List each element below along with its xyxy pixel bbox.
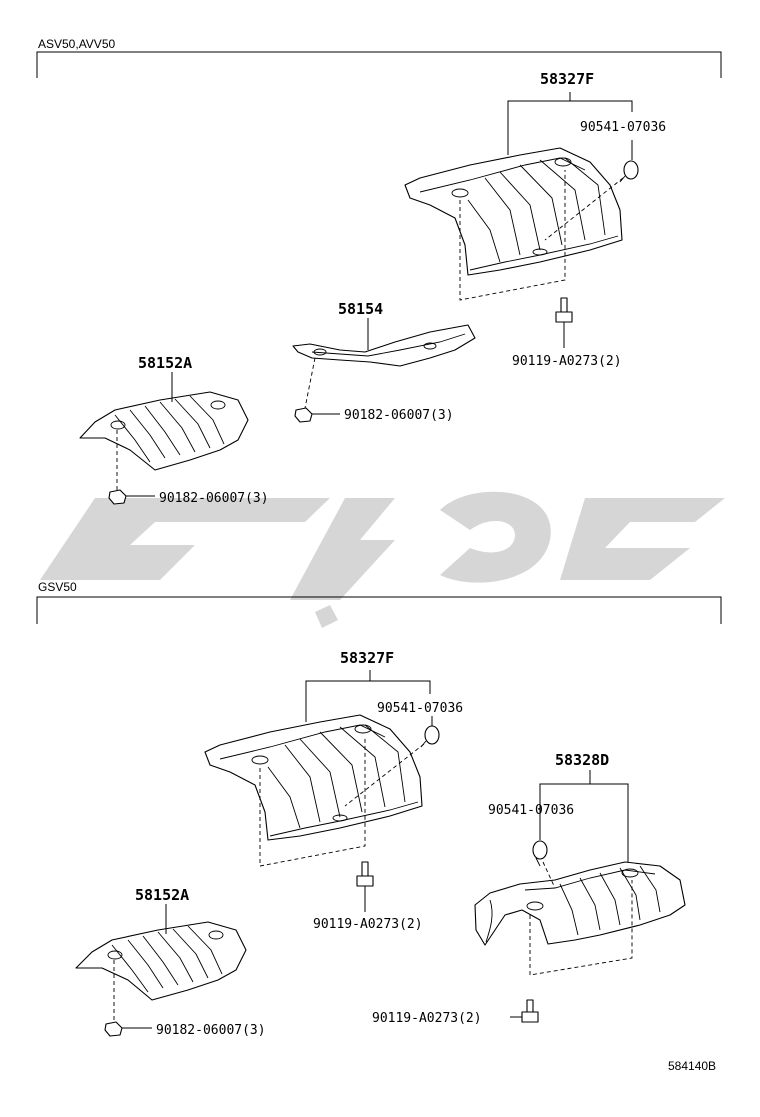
s1-label-mid-nut: 90182-06007(3) xyxy=(344,408,454,423)
s2-rear-bolt-icon xyxy=(521,999,539,1023)
s2-insulator-58152a xyxy=(75,921,247,1001)
s2-label-58327f: 58327F xyxy=(340,649,394,667)
s1-label-58154: 58154 xyxy=(338,300,383,318)
s2-58327f-bracket xyxy=(305,680,431,722)
s1-label-front-nut: 90182-06007(3) xyxy=(159,491,269,506)
s1-heat-insulator-58327f xyxy=(404,147,623,276)
s1-clip-dash xyxy=(544,177,624,241)
s1-mid-nut-dash xyxy=(304,357,316,409)
s2-label-bolt: 90119-A0273(2) xyxy=(313,917,423,932)
figure-reference: 584140B xyxy=(668,1059,716,1073)
s1-insulator-58152a xyxy=(79,391,249,471)
section1-frame xyxy=(36,51,722,78)
section1-header: ASV50,AVV50 xyxy=(38,37,115,51)
s2-58328d-bracket xyxy=(539,783,629,862)
watermark-logo xyxy=(40,491,725,628)
s2-rear-bolt-dash xyxy=(529,880,633,976)
s1-clip-icon xyxy=(619,160,639,183)
s2-label-rear-bolt: 90119-A0273(2) xyxy=(372,1011,482,1026)
s2-label-front-nut: 90182-06007(3) xyxy=(156,1023,266,1038)
s1-bolt-icon xyxy=(555,297,573,323)
s2-label-rear-clip: 90541-07036 xyxy=(488,803,574,818)
s2-label-58152a: 58152A xyxy=(135,886,189,904)
s2-label-58328d: 58328D xyxy=(555,751,609,769)
s1-label-bolt: 90119-A0273(2) xyxy=(512,354,622,369)
s2-label-clip: 90541-07036 xyxy=(377,701,463,716)
s2-bolt-dash xyxy=(259,736,366,867)
section2-frame xyxy=(36,596,722,624)
s2-rear-clip-icon xyxy=(532,840,548,867)
s2-insulator-58328d xyxy=(474,861,686,946)
s1-label-58327f: 58327F xyxy=(540,70,594,88)
s2-rear-clip-dash xyxy=(542,861,556,889)
s2-heat-insulator-58327f xyxy=(204,714,423,841)
s2-bolt-icon xyxy=(356,861,374,887)
s1-label-clip: 90541-07036 xyxy=(580,120,666,135)
section2-header: GSV50 xyxy=(38,580,77,594)
s1-label-58152a: 58152A xyxy=(138,354,192,372)
s2-clip-dash xyxy=(344,743,425,807)
s1-insulator-58154 xyxy=(292,324,476,367)
s1-front-nut-icon xyxy=(108,489,127,505)
s1-bolt-dash xyxy=(459,170,566,301)
s2-front-nut-icon xyxy=(104,1021,123,1037)
s1-mid-nut-icon xyxy=(294,407,313,423)
